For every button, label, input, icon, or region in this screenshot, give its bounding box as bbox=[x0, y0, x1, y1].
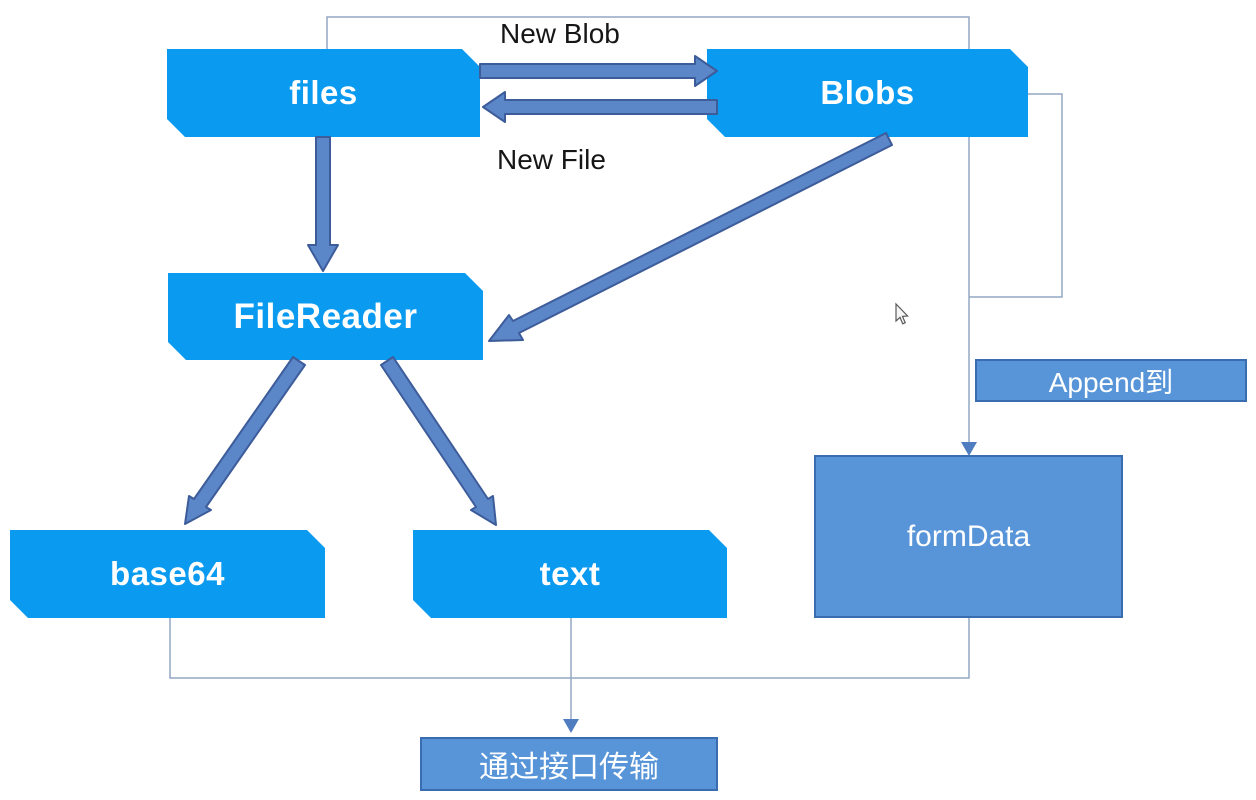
node-text-label: text bbox=[539, 555, 601, 592]
arrow-files-to-filereader bbox=[307, 136, 339, 272]
node-filereader: FileReader bbox=[168, 273, 483, 360]
connector-base64-formdata-bus bbox=[169, 618, 970, 679]
node-formdata: formData bbox=[814, 455, 1123, 618]
arrow-blobs-to-files bbox=[482, 91, 718, 123]
edge-label-new-blob: New Blob bbox=[500, 18, 620, 49]
node-text: text bbox=[413, 530, 727, 618]
mouse-cursor-icon bbox=[895, 302, 909, 325]
node-base64: base64 bbox=[10, 530, 325, 618]
arrow-files-to-blobs bbox=[479, 55, 718, 87]
node-files: files bbox=[167, 49, 480, 137]
node-formdata-label: formData bbox=[906, 519, 1031, 553]
arrowhead-into-formdata bbox=[961, 442, 977, 456]
edge-label-new-file: New File bbox=[497, 144, 606, 175]
arrow-filereader-to-text bbox=[380, 356, 497, 526]
node-transfer: 通过接口传输 bbox=[420, 737, 718, 791]
arrowhead-into-transfer bbox=[563, 719, 579, 733]
node-blobs-label: Blobs bbox=[820, 74, 915, 111]
node-filereader-label: FileReader bbox=[233, 296, 418, 336]
label-append-text: Append到 bbox=[1048, 366, 1174, 398]
node-transfer-label: 通过接口传输 bbox=[479, 751, 659, 784]
node-files-label: files bbox=[289, 74, 358, 111]
node-blobs: Blobs bbox=[707, 49, 1028, 137]
arrow-filereader-to-base64 bbox=[184, 356, 306, 525]
label-append: Append到 bbox=[975, 359, 1247, 402]
node-base64-label: base64 bbox=[110, 555, 225, 592]
